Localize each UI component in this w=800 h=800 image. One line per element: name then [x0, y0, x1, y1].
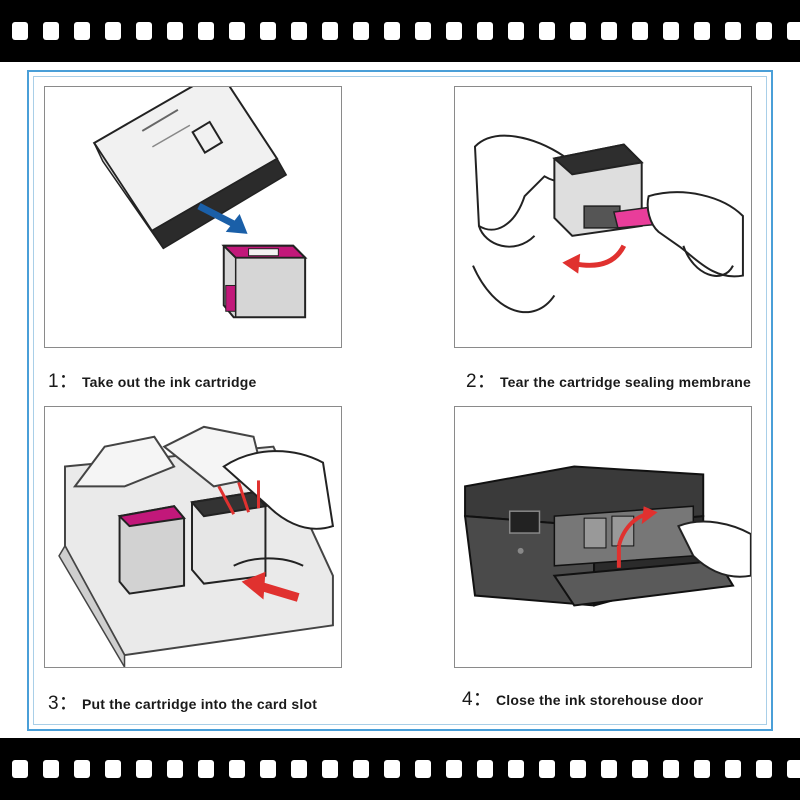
step-4-text: Close the ink storehouse door [495, 692, 704, 708]
step-3-caption: 3：Put the cartridge into the card slot [48, 688, 317, 715]
step-1-number: 1： [48, 371, 78, 392]
step-2-illustration [454, 86, 752, 348]
film-holes-bottom [0, 760, 800, 778]
film-hole [167, 760, 183, 778]
film-hole [167, 22, 183, 40]
film-hole [229, 760, 245, 778]
step-1-text: Take out the ink cartridge [81, 374, 257, 390]
film-hole [508, 760, 524, 778]
hand-icon [472, 134, 744, 313]
film-strip-top [0, 0, 800, 62]
film-hole [415, 22, 431, 40]
step-1-illustration [44, 86, 342, 348]
film-hole [322, 760, 338, 778]
film-hole [136, 22, 152, 40]
film-hole [415, 760, 431, 778]
film-hole [601, 22, 617, 40]
film-hole [384, 22, 400, 40]
film-hole [353, 22, 369, 40]
film-hole [477, 22, 493, 40]
film-hole [12, 760, 28, 778]
film-hole [43, 760, 59, 778]
film-hole [570, 760, 586, 778]
film-hole [787, 760, 800, 778]
package-icon [92, 87, 308, 319]
step-3-illustration [44, 406, 342, 668]
slot-icon [58, 425, 335, 667]
film-hole [43, 22, 59, 40]
film-hole [508, 22, 524, 40]
film-hole [353, 760, 369, 778]
film-hole [539, 760, 555, 778]
film-hole [74, 760, 90, 778]
arrow-icon [562, 244, 627, 274]
step-2-caption: 2：Tear the cartridge sealing membrane [466, 366, 751, 393]
step-3-number: 3： [48, 693, 78, 714]
film-hole [725, 760, 741, 778]
film-hole [570, 22, 586, 40]
film-hole [74, 22, 90, 40]
step-3-text: Put the cartridge into the card slot [81, 696, 318, 712]
film-hole [446, 22, 462, 40]
film-hole [787, 22, 800, 40]
step-2-number: 2： [466, 371, 496, 392]
film-strip-bottom [0, 738, 800, 800]
film-hole [229, 22, 245, 40]
film-hole [539, 22, 555, 40]
film-hole [105, 760, 121, 778]
film-hole [105, 22, 121, 40]
cartridge-icon [221, 244, 308, 319]
film-holes-top [0, 22, 800, 40]
film-hole [663, 760, 679, 778]
film-hole [260, 760, 276, 778]
film-hole [384, 760, 400, 778]
film-hole [756, 760, 772, 778]
printer-icon [463, 465, 751, 607]
step-4-illustration [454, 406, 752, 668]
film-hole [322, 22, 338, 40]
film-hole [601, 760, 617, 778]
film-hole [756, 22, 772, 40]
film-hole [446, 760, 462, 778]
film-hole [12, 22, 28, 40]
film-hole [291, 760, 307, 778]
film-hole [136, 760, 152, 778]
step-4-number: 4： [462, 689, 492, 710]
frame-inner-border [33, 76, 767, 725]
film-hole [663, 22, 679, 40]
film-hole [725, 22, 741, 40]
step-4-caption: 4：Close the ink storehouse door [462, 684, 703, 711]
film-hole [632, 760, 648, 778]
film-hole [632, 22, 648, 40]
film-hole [260, 22, 276, 40]
step-1-caption: 1：Take out the ink cartridge [48, 366, 257, 393]
film-hole [694, 22, 710, 40]
film-hole [477, 760, 493, 778]
film-hole [291, 22, 307, 40]
film-hole [198, 760, 214, 778]
film-hole [694, 760, 710, 778]
step-2-text: Tear the cartridge sealing membrane [499, 374, 752, 390]
film-hole [198, 22, 214, 40]
